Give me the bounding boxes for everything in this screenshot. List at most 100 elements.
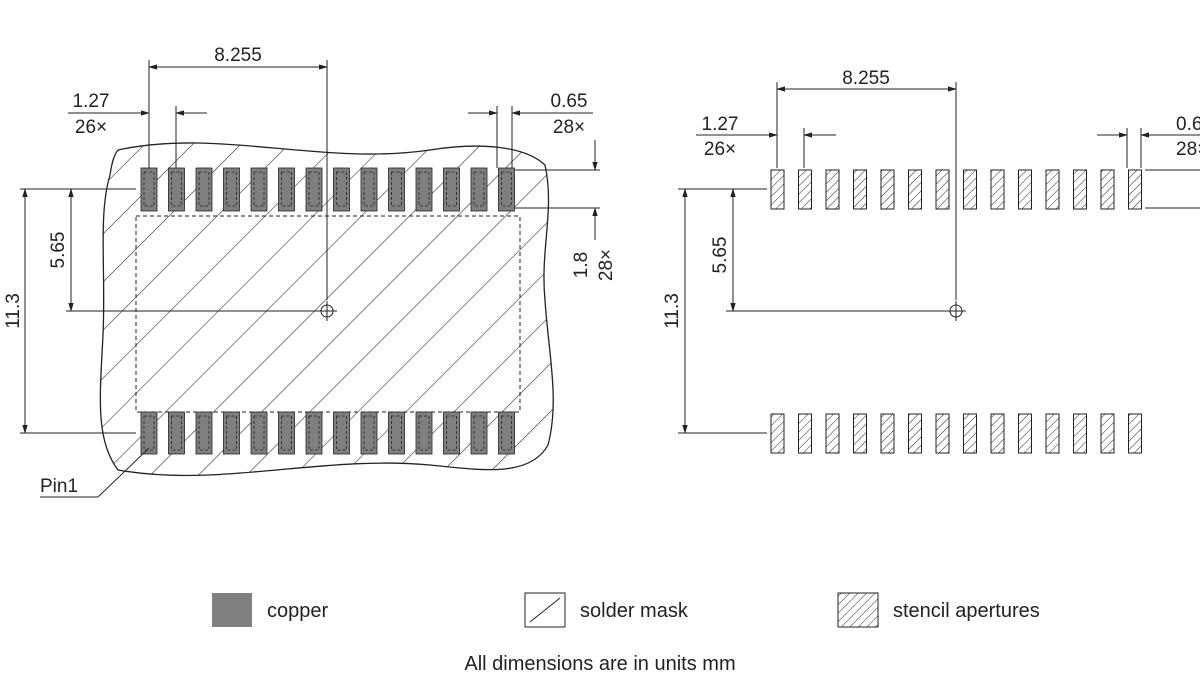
stencil-aperture xyxy=(963,413,977,454)
stencil-aperture xyxy=(990,169,1005,210)
pad-mask-opening xyxy=(226,415,237,451)
dim-pitch-right-count: 26× xyxy=(704,139,736,160)
copper-pad xyxy=(168,411,185,455)
pad-mask-opening xyxy=(336,415,347,451)
pad-mask-opening xyxy=(281,171,292,207)
stencil-aperture xyxy=(853,169,867,210)
dim-row-center-label: 5.65 xyxy=(48,232,69,269)
copper-pad xyxy=(250,167,268,212)
stencil-aperture xyxy=(1073,169,1087,210)
pad-mask-opening xyxy=(143,415,155,451)
stencil-aperture xyxy=(963,169,977,210)
dim-pitch-span-right: 8.255 xyxy=(776,68,957,300)
copper-pad xyxy=(360,411,378,455)
copper-pad xyxy=(223,167,240,212)
copper-pad xyxy=(333,411,350,455)
stencil-aperture xyxy=(825,413,840,454)
stencil-aperture xyxy=(770,413,785,454)
copper-pad xyxy=(415,411,433,455)
dim-row-offsets: 5.65 11.3 xyxy=(3,188,327,434)
legend-stencil: stencil apertures xyxy=(893,600,1040,622)
legend-copper: copper xyxy=(267,600,328,622)
stencil-aperture xyxy=(880,169,895,210)
pin1-label: Pin1 xyxy=(40,476,78,497)
stencil-aperture xyxy=(908,169,922,210)
stencil-aperture xyxy=(798,413,812,454)
dim-row-center-right-label: 5.65 xyxy=(710,237,731,274)
pad-mask-opening xyxy=(171,171,182,207)
pad-mask-opening xyxy=(281,415,292,451)
dim-row-span-label: 11.3 xyxy=(3,293,24,329)
copper-pad xyxy=(443,167,460,212)
stencil-aperture xyxy=(798,169,812,210)
pad-mask-opening xyxy=(418,171,430,207)
pad-mask-opening xyxy=(391,171,402,207)
dim-pad-length-label: 1.8 xyxy=(571,252,592,278)
bottom-pad-row xyxy=(140,411,515,455)
pad-mask-opening xyxy=(501,415,512,451)
copper-pad xyxy=(140,167,158,212)
dim-pitch: 1.27 26× xyxy=(68,91,207,168)
copper-pad xyxy=(388,411,405,455)
pad-mask-opening xyxy=(473,171,485,207)
dim-pad-length: 1.8 28× xyxy=(515,140,617,281)
pad-mask-opening xyxy=(171,415,182,451)
dim-width-right-count: 28× xyxy=(1176,139,1200,160)
stencil-aperture xyxy=(880,413,895,454)
pad-mask-opening xyxy=(198,415,210,451)
copper-pad xyxy=(415,167,433,212)
bottom-stencil-row xyxy=(770,413,1142,454)
stencil-aperture xyxy=(1100,169,1115,210)
top-stencil-row xyxy=(770,169,1142,210)
pad-mask-opening xyxy=(226,171,237,207)
copper-pad xyxy=(305,167,323,212)
top-pad-row xyxy=(140,167,515,212)
pad-mask-opening xyxy=(143,171,155,207)
dim-pitch-right: 1.27 26× xyxy=(696,114,836,168)
legend: copper solder mask stencil apertures xyxy=(212,592,1040,628)
stencil-aperture xyxy=(908,413,922,454)
stencil-aperture xyxy=(1045,413,1060,454)
dim-pitch-right-label: 1.27 xyxy=(702,114,739,135)
dim-width: 0.65 28× xyxy=(468,91,593,168)
stencil-aperture xyxy=(1018,169,1032,210)
dim-width-label: 0.65 xyxy=(551,91,588,112)
package-outline xyxy=(135,215,521,413)
units-note: All dimensions are in units mm xyxy=(464,653,735,675)
dim-pitch-count: 26× xyxy=(75,117,107,138)
center-mark-right xyxy=(946,301,966,321)
copper-pad xyxy=(498,411,515,455)
dim-width-right-label: 0.65 xyxy=(1176,114,1200,135)
copper-pad xyxy=(470,411,488,455)
copper-pad xyxy=(250,411,268,455)
stencil-aperture xyxy=(825,169,840,210)
dim-row-span-right-label: 11.3 xyxy=(662,293,683,329)
copper-pad xyxy=(195,411,213,455)
copper-pad xyxy=(498,167,515,212)
copper-pad xyxy=(195,167,213,212)
copper-pad xyxy=(388,167,405,212)
stencil-swatch xyxy=(837,592,879,628)
pad-mask-opening xyxy=(418,415,430,451)
stencil-aperture xyxy=(935,413,950,454)
copper-pad xyxy=(278,411,295,455)
stencil-aperture xyxy=(990,413,1005,454)
copper-pad xyxy=(470,167,488,212)
copper-swatch xyxy=(212,593,252,627)
stencil-aperture xyxy=(1045,169,1060,210)
dim-pitch-span-right-label: 8.255 xyxy=(842,68,890,89)
copper-pad xyxy=(278,167,295,212)
copper-pad xyxy=(140,411,158,455)
pad-mask-opening xyxy=(473,415,485,451)
pad-mask-opening xyxy=(446,415,457,451)
dim-pitch-label: 1.27 xyxy=(73,91,110,112)
stencil-aperture xyxy=(935,169,950,210)
dim-pad-length-count: 28× xyxy=(596,249,617,281)
pad-mask-opening xyxy=(253,415,265,451)
left-view: 8.255 1.27 26× 0.65 28× 1.8 28× xyxy=(3,45,617,498)
pad-mask-opening xyxy=(391,415,402,451)
pad-mask-opening xyxy=(198,171,210,207)
copper-pad xyxy=(168,167,185,212)
center-mark xyxy=(317,301,337,321)
